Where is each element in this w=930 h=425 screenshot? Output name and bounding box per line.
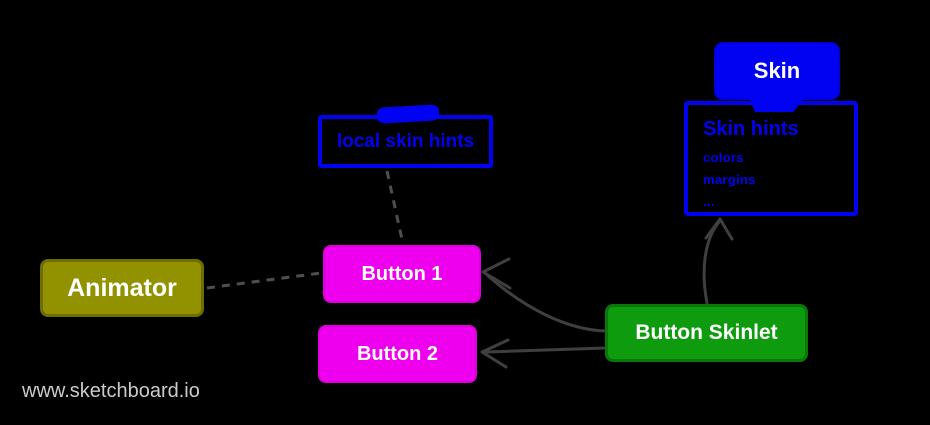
button1-label: Button 1 — [361, 262, 443, 285]
button2-label: Button 2 — [356, 342, 439, 365]
edge-button-skinlet-to-skin-hints — [702, 220, 721, 305]
node-local-skin-hints[interactable]: local skin hints — [318, 115, 493, 168]
node-skin-hints[interactable]: Skin hints colors margins ... — [684, 101, 858, 216]
edge-animator-to-button1 — [206, 271, 322, 290]
edge-button-skinlet-to-button1 — [485, 273, 608, 333]
edge-local-skin-hints-to-button1 — [385, 170, 405, 245]
animator-label: Animator — [67, 273, 177, 302]
node-button-skinlet[interactable]: Button Skinlet — [605, 304, 808, 362]
skin-hints-item-ellipsis: ... — [703, 194, 715, 209]
node-button1[interactable]: Button 1 — [323, 245, 481, 303]
local-skin-hints-scribble — [376, 104, 440, 124]
sketchboard-watermark: www.sketchboard.io — [22, 380, 200, 402]
edge-button-skinlet-to-button2 — [485, 346, 608, 354]
local-skin-hints-label: local skin hints — [336, 130, 475, 152]
skin-hints-title: Skin hints — [703, 118, 799, 140]
skin-hints-item-margins: margins — [703, 172, 756, 187]
skin-attach-shape — [748, 96, 806, 112]
skin-hints-item-colors: colors — [703, 150, 744, 165]
node-animator[interactable]: Animator — [40, 259, 204, 317]
arrowhead-button1-icon — [481, 257, 512, 290]
arrowhead-skin-hints-icon — [704, 217, 734, 241]
node-button2[interactable]: Button 2 — [318, 325, 477, 383]
arrowhead-button2-icon — [480, 338, 510, 369]
button-skinlet-label: Button Skinlet — [635, 321, 778, 344]
node-skin[interactable]: Skin — [714, 42, 840, 100]
node-skin-label: Skin — [753, 58, 801, 83]
